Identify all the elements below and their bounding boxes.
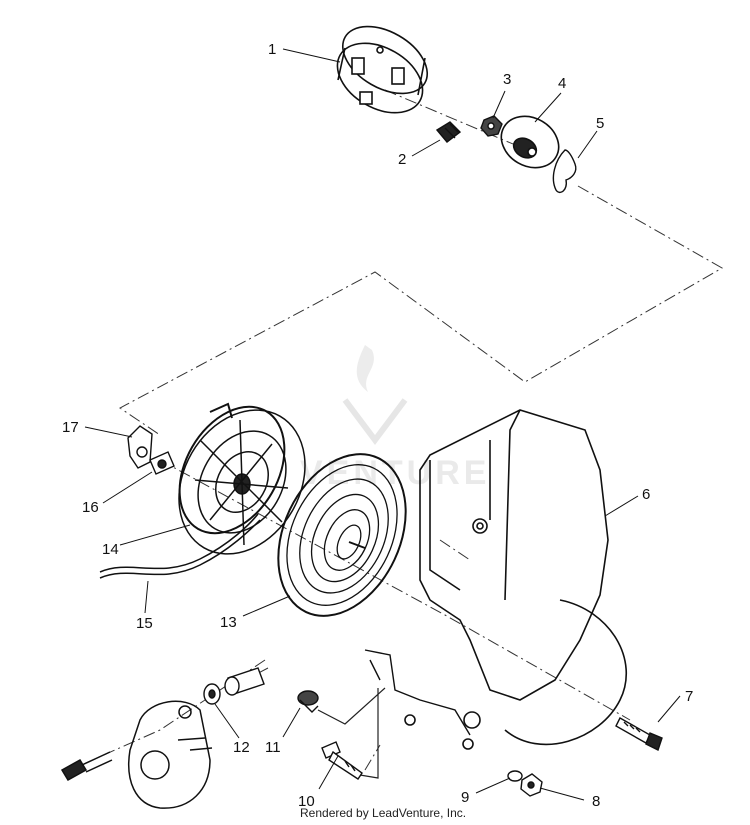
- callout-8: 8: [592, 793, 600, 810]
- callout-2: 2: [398, 151, 406, 168]
- callout-4: 4: [558, 75, 566, 92]
- callout-14: 14: [102, 541, 119, 558]
- clip-spring: [552, 149, 577, 194]
- bracket-leader-lines: [317, 687, 386, 779]
- callout-labels: 1 2 3 4 5 6 7 8 9 10 11 12 13 14 15 16 1…: [62, 41, 693, 810]
- pawl: [127, 425, 153, 469]
- callout-7: 7: [685, 688, 693, 705]
- lock-washer: [507, 770, 523, 782]
- callout-15: 15: [136, 615, 153, 632]
- callout-11: 11: [265, 739, 281, 756]
- watermark-logo: [342, 345, 408, 445]
- assembly-lines: [69, 89, 724, 771]
- callout-10: 10: [298, 793, 315, 810]
- callout-leaders: [84, 48, 681, 801]
- callout-17: 17: [62, 419, 79, 436]
- callout-12: 12: [233, 739, 250, 756]
- starter-rope: [99, 513, 261, 579]
- callout-1: 1: [268, 41, 276, 58]
- mounting-bracket: [364, 649, 471, 736]
- starter-handle: [60, 700, 213, 809]
- callout-13: 13: [220, 614, 237, 631]
- bracket-bolt: [321, 741, 363, 780]
- starter-cup: [336, 25, 429, 114]
- callout-3: 3: [503, 71, 511, 88]
- recoil-spring: [277, 453, 407, 617]
- starter-pulley: [178, 402, 306, 555]
- callout-6: 6: [642, 486, 650, 503]
- threaded-insert: [297, 690, 319, 713]
- bolt-small: [435, 121, 462, 143]
- render-credit: Rendered by LeadVenture, Inc.: [300, 806, 467, 820]
- callout-5: 5: [596, 115, 604, 132]
- callout-16: 16: [82, 499, 99, 516]
- starter-housing: [404, 409, 628, 750]
- callout-9: 9: [461, 789, 469, 806]
- housing-bolt: [615, 717, 663, 751]
- retainer-plate: [500, 115, 560, 169]
- nut: [480, 115, 503, 137]
- pawl-pin: [149, 451, 175, 475]
- bushing-washer: [203, 667, 265, 705]
- flange-nut: [520, 773, 543, 797]
